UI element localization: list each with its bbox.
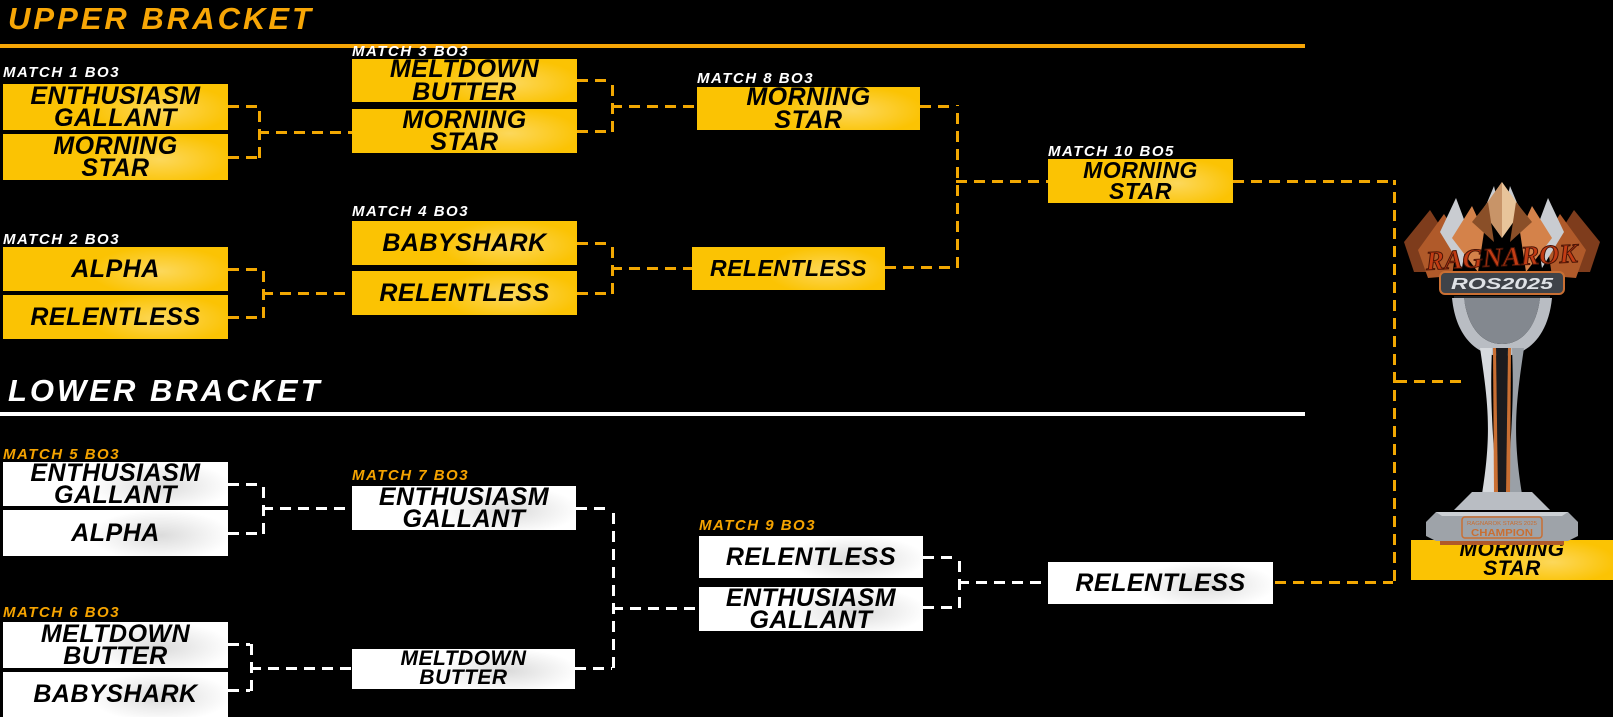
lower-final-slot: RELENTLESS bbox=[1048, 562, 1273, 604]
match-4-slot-2: RELENTLESS bbox=[352, 271, 577, 315]
connector bbox=[612, 607, 699, 610]
trophy-crystal-side bbox=[1472, 202, 1494, 242]
match-9-slot-2: ENTHUSIASM GALLANT bbox=[699, 585, 923, 633]
connector bbox=[1393, 180, 1396, 581]
match-9-slot-1: RELENTLESS bbox=[699, 536, 923, 578]
connector bbox=[228, 268, 262, 271]
connector bbox=[923, 556, 958, 559]
trophy-cup-inner bbox=[1464, 298, 1540, 344]
trophy-crystal-facet bbox=[1482, 182, 1502, 238]
match-1-slot-2: MORNING STAR bbox=[3, 133, 228, 181]
trophy-banner bbox=[1439, 271, 1565, 295]
trophy-crystal-side bbox=[1510, 202, 1532, 242]
trophy-spike bbox=[1440, 198, 1468, 268]
trophy-column-stripe bbox=[1496, 348, 1508, 494]
match-10-slot-1: MORNING STAR bbox=[1048, 159, 1233, 203]
match-7-slot-1: ENTHUSIASM GALLANT bbox=[352, 484, 576, 532]
connector bbox=[1233, 180, 1393, 183]
trophy-base-highlight bbox=[1436, 512, 1568, 516]
connector bbox=[228, 643, 250, 646]
connector bbox=[577, 130, 611, 133]
match-5-slot-1: ENTHUSIASM GALLANT bbox=[3, 460, 228, 508]
trophy-image: RAGNAROK ROS2025 RAGNAROK MASTER STARS R… bbox=[1404, 182, 1600, 545]
match-6-slot-2: BABYSHARK bbox=[3, 672, 228, 717]
match-1-label: MATCH 1 BO3 bbox=[3, 64, 121, 81]
match-1-slot-1: ENTHUSIASM GALLANT bbox=[3, 83, 228, 131]
trophy-plaque-title: RAGNAROK STARS 2025 bbox=[1467, 521, 1537, 527]
match-6-slot-1: MELTDOWN BUTTER bbox=[3, 621, 228, 669]
connector bbox=[250, 667, 352, 670]
trophy-column-trim bbox=[1506, 348, 1511, 494]
connector bbox=[923, 606, 958, 609]
match-9-label: MATCH 9 BO3 bbox=[699, 517, 817, 534]
connector bbox=[611, 267, 692, 270]
upper-bracket-title: UPPER BRACKET bbox=[8, 1, 314, 36]
connector bbox=[577, 292, 611, 295]
connector bbox=[576, 507, 612, 510]
connector bbox=[262, 507, 352, 510]
match-3-slot-2: MORNING STAR bbox=[352, 107, 577, 155]
connector bbox=[262, 292, 352, 295]
match-10-label: MATCH 10 BO5 bbox=[1048, 143, 1175, 160]
match-7-slot-2: MELTDOWN BUTTER bbox=[352, 648, 575, 689]
trophy-base-trim bbox=[1440, 541, 1564, 545]
trophy-column-right bbox=[1506, 348, 1524, 494]
champion-box: MORNING STAR bbox=[1411, 539, 1613, 580]
match-2-slot-1: ALPHA bbox=[3, 247, 228, 291]
match-8-label: MATCH 8 BO3 bbox=[697, 70, 815, 87]
trophy-column-trim bbox=[1493, 348, 1498, 494]
match-6-label: MATCH 6 BO3 bbox=[3, 604, 121, 621]
match-4-slot-1: BABYSHARK bbox=[352, 221, 577, 265]
match-3-label: MATCH 3 BO3 bbox=[352, 43, 470, 60]
connector-to-trophy bbox=[1396, 380, 1462, 383]
connector bbox=[228, 689, 250, 692]
connector bbox=[611, 105, 697, 108]
connector bbox=[228, 483, 262, 486]
connector bbox=[956, 180, 1048, 183]
connector bbox=[228, 156, 258, 159]
match-3-slot-1: MELTDOWN BUTTER bbox=[352, 57, 577, 104]
connector bbox=[258, 131, 352, 134]
trophy-series-text: ROS2025 bbox=[1451, 276, 1555, 293]
connector bbox=[958, 581, 1048, 584]
connector bbox=[1275, 581, 1393, 584]
connector bbox=[228, 532, 262, 535]
match-7-label: MATCH 7 BO3 bbox=[352, 467, 470, 484]
connector bbox=[575, 667, 612, 670]
trophy-column-left bbox=[1480, 348, 1498, 494]
trophy-plaque-champion: CHAMPION bbox=[1471, 528, 1533, 539]
match-8-slot-2: RELENTLESS bbox=[692, 247, 885, 290]
connector bbox=[228, 316, 262, 319]
lower-bracket-title: LOWER BRACKET bbox=[8, 373, 323, 408]
connector bbox=[612, 507, 615, 668]
match-2-slot-2: RELENTLESS bbox=[3, 295, 228, 339]
match-4-label: MATCH 4 BO3 bbox=[352, 203, 470, 220]
trophy-cup bbox=[1452, 298, 1552, 356]
connector bbox=[577, 242, 611, 245]
match-8-slot-1: MORNING STAR bbox=[697, 85, 920, 132]
lower-bracket-rule bbox=[0, 412, 1305, 416]
trophy-plaque bbox=[1461, 516, 1543, 539]
connector bbox=[885, 266, 956, 269]
connector bbox=[920, 105, 956, 108]
upper-bracket-rule bbox=[0, 44, 1305, 48]
connector bbox=[228, 105, 258, 108]
trophy-base bbox=[1426, 512, 1578, 541]
trophy-flare bbox=[1454, 492, 1550, 510]
match-5-slot-2: ALPHA bbox=[3, 510, 228, 556]
match-5-label: MATCH 5 BO3 bbox=[3, 446, 121, 463]
match-2-label: MATCH 2 BO3 bbox=[3, 231, 121, 248]
connector bbox=[956, 105, 959, 268]
connector bbox=[577, 79, 611, 82]
trophy-spike bbox=[1536, 198, 1564, 268]
